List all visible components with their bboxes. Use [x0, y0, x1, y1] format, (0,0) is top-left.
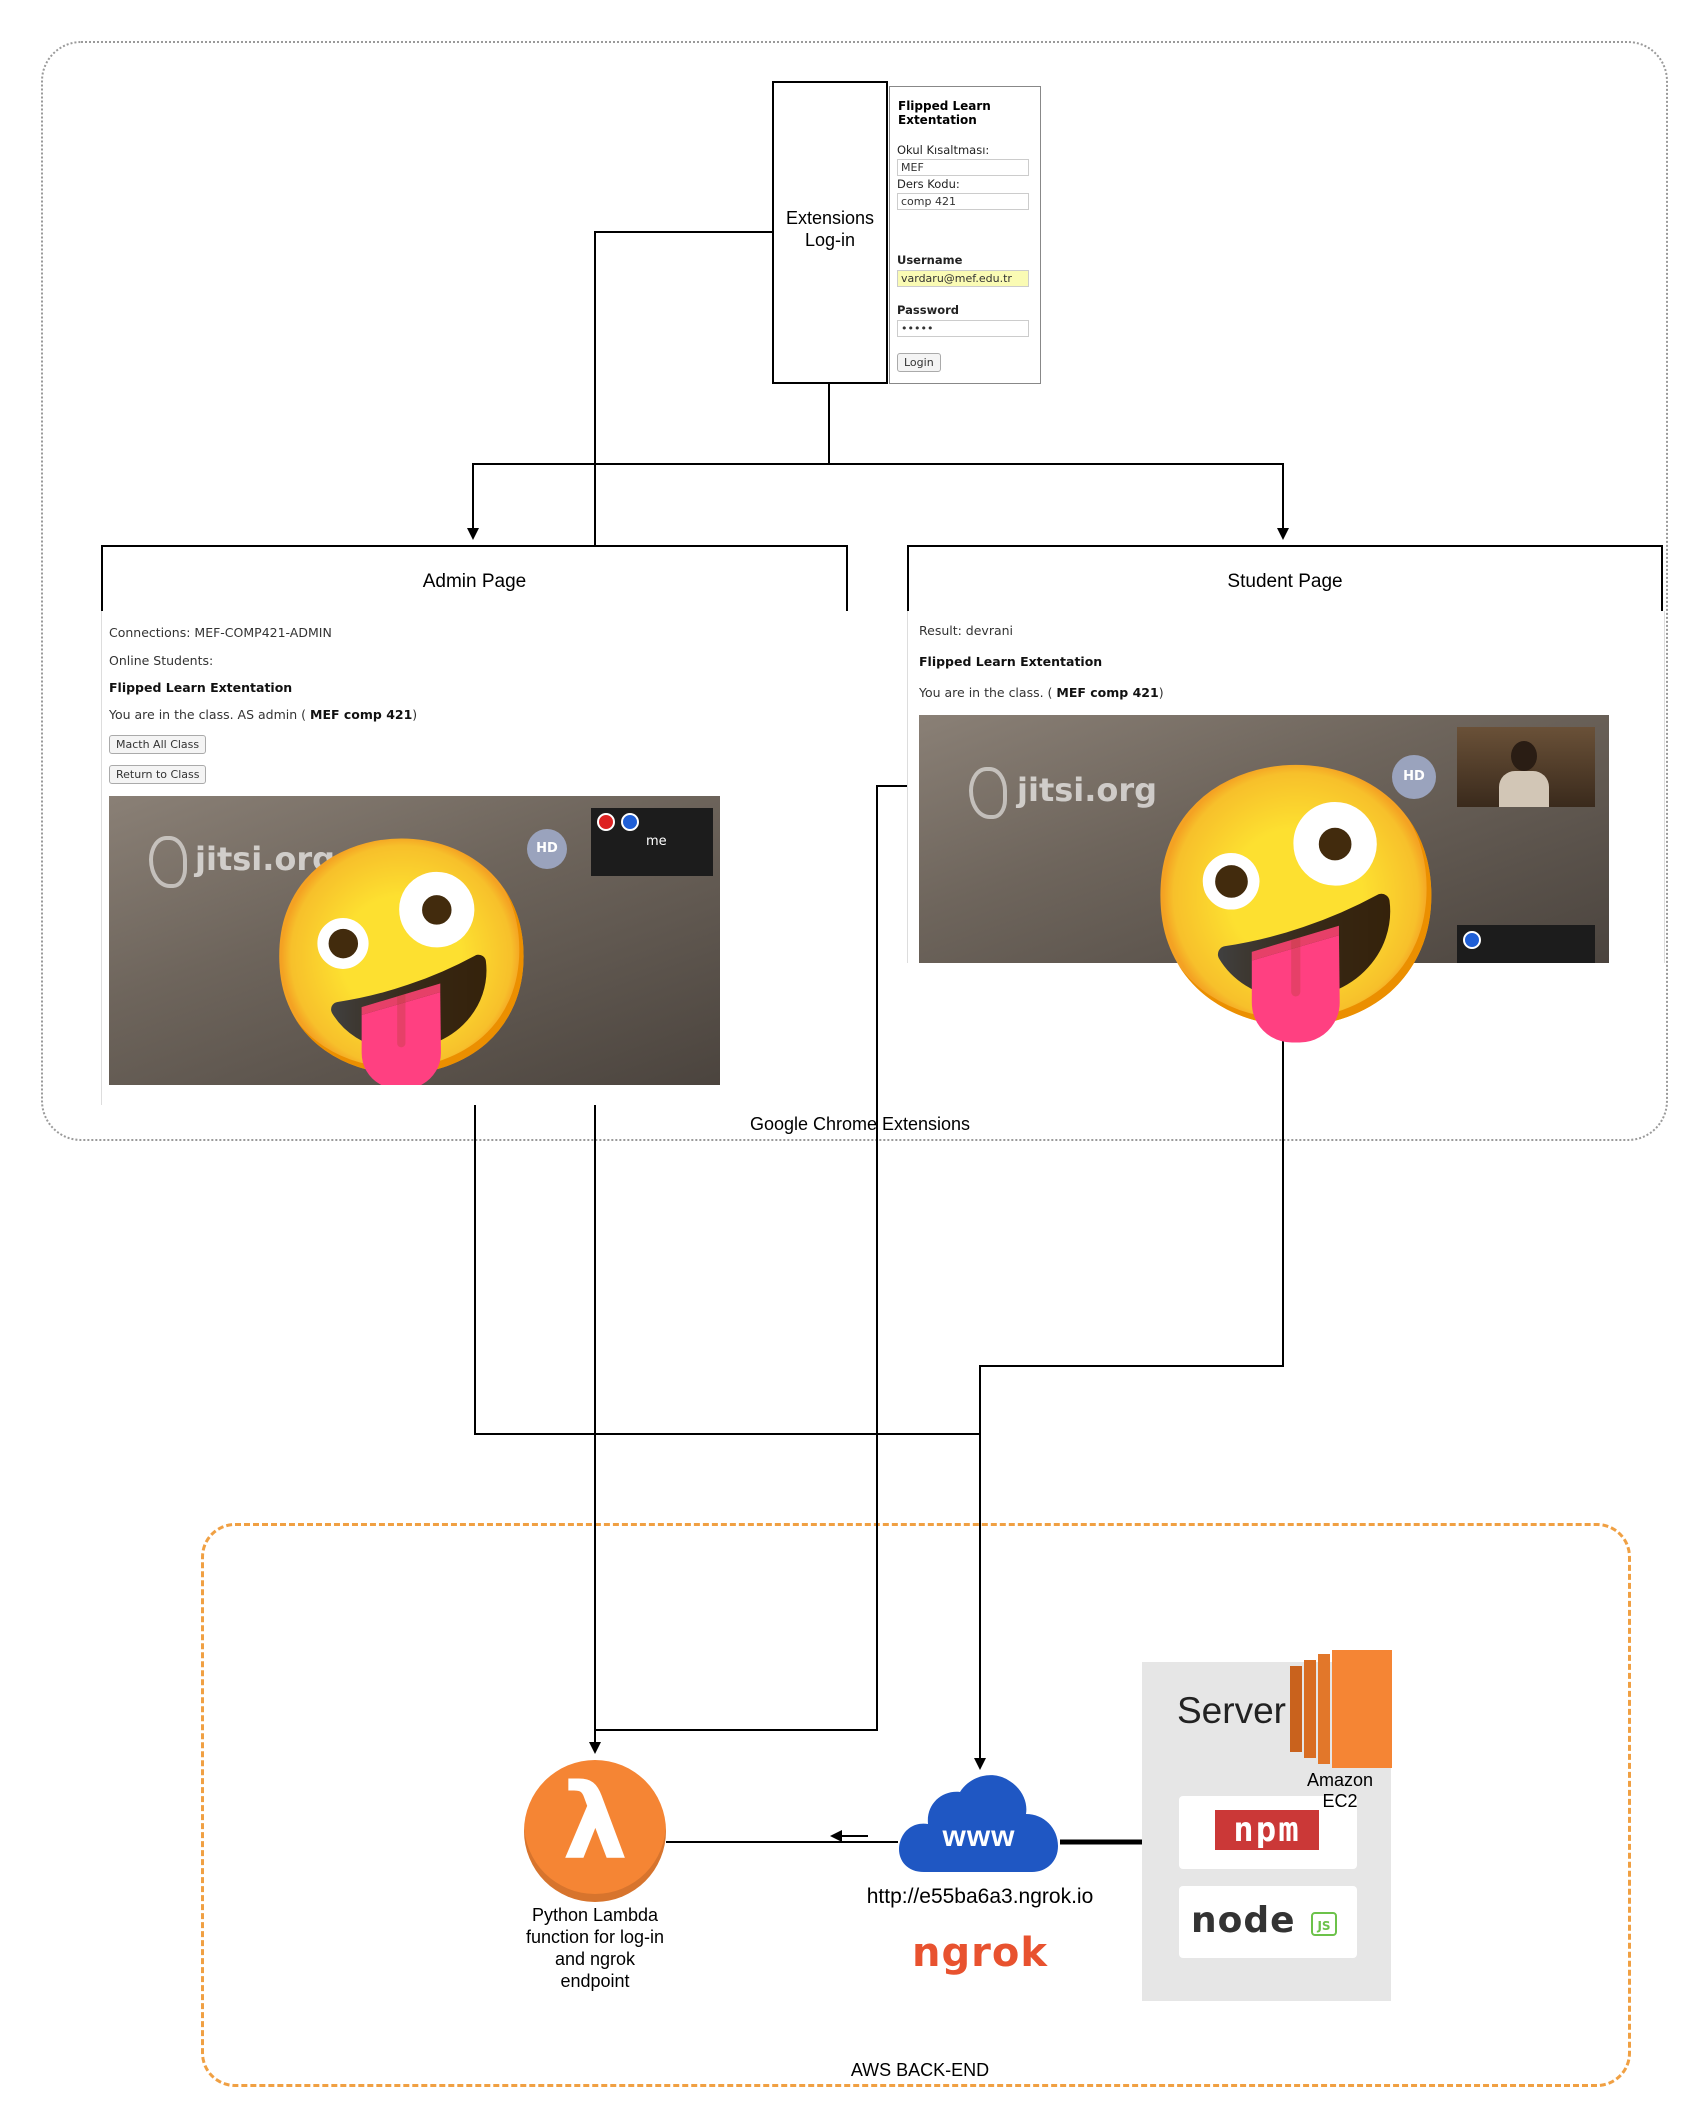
chrome-extensions-label: Google Chrome Extensions [749, 1114, 971, 1134]
password-label: Password [897, 303, 959, 317]
admin-connections: Connections: MEF-COMP421-ADMIN [109, 625, 332, 640]
student-self-thumbnail[interactable] [1457, 925, 1595, 963]
student-result: Result: devrani [919, 623, 1014, 638]
tongue-emoji: 🤪 [1138, 755, 1456, 1040]
username-field[interactable]: vardaru@mef.edu.tr [897, 270, 1029, 287]
popup-title: Flipped Learn Extentation [898, 99, 991, 127]
login-to-student-connector [829, 463, 1289, 540]
npm-logo: npm [1215, 1810, 1319, 1850]
student-jitsi-logo: jitsi.org [1017, 771, 1158, 809]
cloud-text: www [942, 1820, 1016, 1853]
admin-jitsi-logo: jitsi.org [195, 840, 336, 878]
jitsi-bird-icon [969, 767, 1007, 819]
extension-login-label: Extensions Log-in [785, 208, 875, 250]
ec2-label-line: Amazon [1306, 1770, 1374, 1790]
aws-backend-group [201, 1523, 1631, 2087]
server-title: Server [1177, 1690, 1286, 1731]
cloud-icon [899, 1775, 1058, 1872]
node-tile: node JS [1179, 1886, 1357, 1958]
info-icon [621, 813, 639, 831]
info-icon [1463, 931, 1481, 949]
login-to-lambda-connector [589, 231, 772, 1754]
admin-thumb-label: me [646, 834, 667, 849]
extension-login-box: Extensions Log-in [772, 81, 888, 384]
node-js-badge: JS [1311, 1912, 1337, 1936]
student-screenshot: Result: devrani Flipped Learn Extentatio… [907, 611, 1665, 963]
student-to-ngrok-connector [974, 1040, 1284, 1770]
admin-to-ngrok-connector [474, 1104, 980, 1435]
admin-status: You are in the class. AS admin ( MEF com… [109, 707, 417, 722]
course-label: Ders Kodu: [897, 177, 960, 191]
mic-muted-icon [597, 813, 615, 831]
admin-page-title: Admin Page [422, 571, 527, 592]
lambda-label-line: endpoint [560, 1971, 630, 1991]
ec2-icon [1290, 1650, 1392, 1768]
student-status-course: MEF comp 421 [1056, 685, 1159, 700]
admin-screenshot: Connections: MEF-COMP421-ADMIN Online St… [101, 611, 854, 1105]
person-avatar [1511, 741, 1537, 771]
admin-status-prefix: You are in the class. AS admin ( [109, 707, 310, 722]
lambda-label-line: and ngrok [554, 1949, 636, 1969]
admin-online-students: Online Students: [109, 653, 214, 668]
jitsi-bird-icon [149, 836, 187, 888]
student-page-title: Student Page [1227, 571, 1343, 592]
admin-hd-badge[interactable]: HD [527, 829, 567, 869]
student-status-prefix: You are in the class. ( [919, 685, 1057, 700]
return-to-class-button[interactable]: Return to Class [109, 765, 207, 784]
tongue-emoji: 🤪 [259, 825, 546, 1085]
lambda-label-line: function for log-in [525, 1927, 665, 1947]
lambda-icon: λ [524, 1760, 666, 1902]
admin-thumbnail[interactable]: me [591, 808, 713, 876]
person-body [1499, 771, 1549, 807]
username-label: Username [897, 253, 963, 267]
npm-tile: npm [1179, 1796, 1357, 1869]
student-page-box: Student Page [907, 545, 1663, 611]
admin-status-suffix: ) [412, 707, 418, 722]
student-video: jitsi.org HD [919, 715, 1609, 963]
student-remote-thumbnail[interactable] [1457, 727, 1595, 807]
student-to-lambda-connector [595, 785, 907, 1731]
password-field[interactable]: ••••• [897, 320, 1029, 337]
lambda-symbol: λ [562, 1761, 628, 1883]
login-button[interactable]: Login [897, 353, 941, 372]
match-all-class-button[interactable]: Macth All Class [109, 735, 207, 754]
school-field[interactable]: MEF [897, 159, 1029, 176]
lambda-label-line: Python Lambda [531, 1905, 659, 1925]
ngrok-url[interactable]: http://e55ba6a3.ngrok.io [866, 1885, 1094, 1908]
node-logo: node [1191, 1900, 1296, 1941]
login-to-pages-connector [467, 384, 830, 540]
student-status-suffix: ) [1158, 685, 1164, 700]
lambda-label: Python Lambda function for log-in and ng… [490, 1904, 700, 1992]
login-popup: Flipped Learn Extentation Okul Kısaltmas… [889, 86, 1041, 384]
school-label: Okul Kısaltması: [897, 143, 990, 157]
admin-app-title: Flipped Learn Extentation [109, 680, 293, 695]
student-app-title: Flipped Learn Extentation [919, 654, 1103, 669]
student-hd-badge[interactable]: HD [1392, 755, 1436, 799]
chrome-extensions-group [41, 41, 1668, 1141]
ngrok-logo: ngrok [912, 1930, 1048, 1976]
ec2-label-line: EC2 [1322, 1791, 1358, 1811]
admin-video: jitsi.org HD me 🤪 [109, 796, 720, 1085]
course-field[interactable]: comp 421 [897, 193, 1029, 210]
aws-backend-label: AWS BACK-END [850, 2060, 990, 2080]
student-status: You are in the class. ( MEF comp 421) [919, 685, 1164, 700]
admin-page-box: Admin Page [101, 545, 848, 611]
ec2-label: Amazon EC2 [1295, 1770, 1385, 1812]
admin-status-course: MEF comp 421 [310, 707, 413, 722]
